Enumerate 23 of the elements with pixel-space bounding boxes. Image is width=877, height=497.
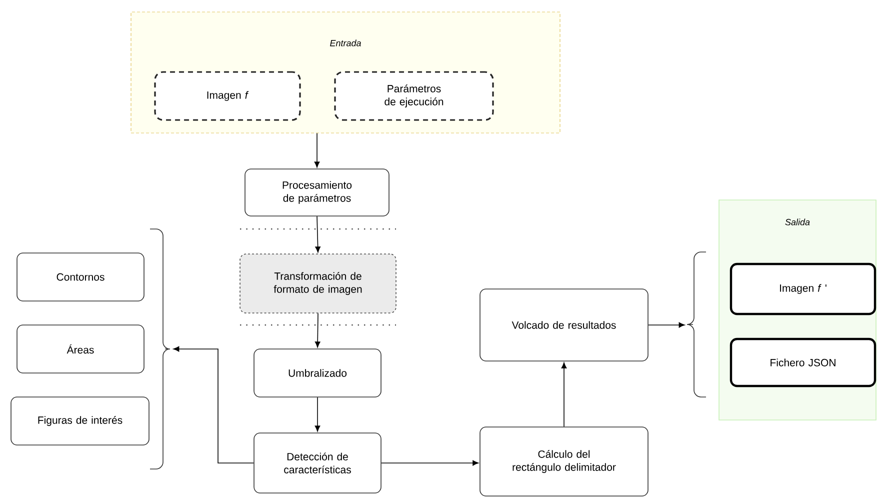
process-box: Contornos — [16, 252, 144, 302]
output-box: Imagen f ' — [730, 262, 876, 316]
process-box: Transformación de formato de imagen — [240, 254, 396, 314]
input-box: Imagen f — [154, 71, 301, 121]
arrow — [314, 132, 320, 168]
process-box: Áreas — [16, 324, 144, 374]
arrow — [173, 346, 254, 464]
arrow — [381, 460, 479, 466]
arrow — [314, 313, 320, 348]
process-box: Umbralizado — [254, 348, 382, 398]
process-box: Procesamiento de parámetros — [244, 168, 390, 216]
arrow — [648, 322, 685, 328]
input-box: Parámetros de ejecución — [334, 71, 494, 121]
arrow — [314, 397, 320, 432]
brace — [686, 252, 706, 398]
output-box: Fichero JSON — [730, 338, 876, 388]
arrow — [561, 362, 567, 427]
brace — [150, 228, 170, 470]
arrow — [315, 216, 320, 253]
process-box: Figuras de interés — [10, 396, 150, 446]
process-box: Cálculo del rectángulo delimitador — [480, 426, 648, 496]
process-box: Volcado de resultados — [480, 288, 648, 362]
process-box: Detección de características — [254, 432, 382, 494]
